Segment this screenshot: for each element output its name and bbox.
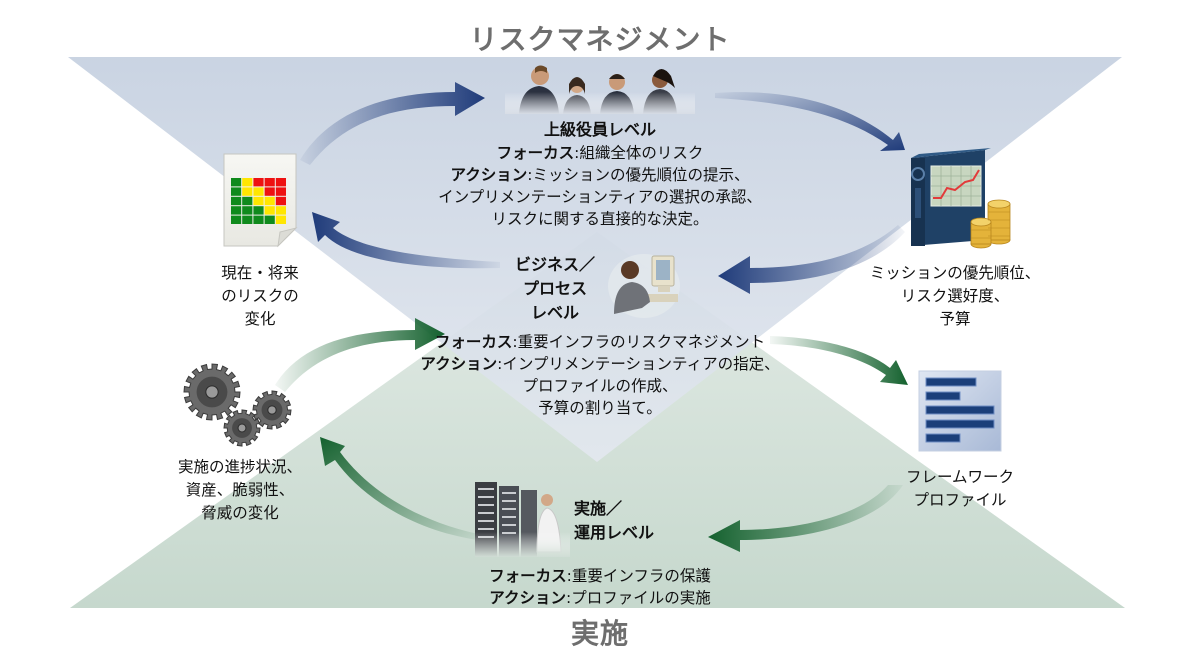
risk-changes-caption: 現在・将来 のリスクの 変化 xyxy=(221,264,299,328)
binder-chart-coins-icon xyxy=(905,140,1015,250)
heatmap-cell xyxy=(242,187,253,196)
heatmap-cell xyxy=(242,215,253,224)
arrow-to-business xyxy=(275,318,445,392)
heatmap-cell xyxy=(264,187,275,196)
executive-focus: フォーカス:組織全体のリスク xyxy=(496,144,704,162)
executive-action: アクション:ミッションの優先順位の提示、 xyxy=(450,166,750,184)
heatmap-cell xyxy=(231,187,242,196)
business-level-block: フォーカス:重要インフラのリスクマネジメント アクション:インプリメンテーション… xyxy=(360,331,840,419)
heatmap-cell xyxy=(275,215,286,224)
heatmap-cell xyxy=(231,215,242,224)
heatmap-cell xyxy=(242,196,253,206)
business-action-line: 予算の割り当て。 xyxy=(538,399,662,417)
heatmap-cell xyxy=(231,196,242,206)
heatmap-cell xyxy=(253,178,264,187)
heatmap-cell xyxy=(253,206,264,215)
business-person-computer-photo xyxy=(608,250,680,318)
heatmap-cell xyxy=(242,206,253,215)
arrow-to-risk-doc xyxy=(312,212,500,269)
mission-priorities-caption: ミッションの優先順位、 リスク選好度、 予算 xyxy=(869,264,1041,328)
arrow-to-progress xyxy=(320,437,478,540)
heatmap-cell xyxy=(264,196,275,206)
risk-management-title: リスクマネジメント xyxy=(469,23,731,56)
heatmap-cell xyxy=(253,215,264,224)
arrow-to-mission xyxy=(715,92,905,151)
heatmap-cell xyxy=(264,178,275,187)
gear-icon xyxy=(223,409,261,447)
implementation-level-block: フォーカス:重要インフラの保護 アクション:プロファイルの実施 xyxy=(420,565,780,609)
heatmap-cell xyxy=(242,178,253,187)
framework-profile-caption: フレームワーク プロファイル xyxy=(905,468,1015,509)
implementation-action: アクション:プロファイルの実施 xyxy=(489,589,711,607)
implementation-level-title: 実施／ 運用レベル xyxy=(574,499,655,542)
arrow-to-executive xyxy=(300,82,485,165)
arrow-to-implementation xyxy=(708,485,903,552)
implementation-title: 実施 xyxy=(570,617,629,650)
executive-level-title: 上級役員レベル xyxy=(543,120,656,139)
heatmap-cell xyxy=(264,215,275,224)
risk-management-zone xyxy=(68,57,1122,462)
profile-bars-icon xyxy=(918,370,1002,452)
heatmap-document-icon xyxy=(222,152,298,248)
progress-changes-caption: 実施の進捗状況、 資産、脆弱性、 脅威の変化 xyxy=(177,458,302,522)
heatmap-cell xyxy=(253,187,264,196)
arrow-from-mission xyxy=(718,225,905,294)
heatmap-cell xyxy=(275,178,286,187)
business-action-line: プロファイルの作成、 xyxy=(522,377,678,395)
arrow-to-framework xyxy=(770,336,908,385)
heatmap-grid xyxy=(231,178,286,224)
heatmap-cell xyxy=(264,206,275,215)
executive-action-line: インプリメンテーションティアの選択の承認、 xyxy=(438,188,762,206)
gear-icon xyxy=(252,390,292,430)
heatmap-cell xyxy=(275,196,286,206)
executives-photo xyxy=(505,62,695,114)
heatmap-cell xyxy=(231,178,242,187)
heatmap-cell xyxy=(275,206,286,215)
executive-action-line: リスクに関する直接的な決定。 xyxy=(491,210,709,228)
business-action: アクション:インプリメンテーションティアの指定、 xyxy=(420,355,780,373)
coins xyxy=(970,199,1011,249)
business-focus: フォーカス:重要インフラのリスクマネジメント xyxy=(434,333,766,351)
heatmap-cell xyxy=(275,187,286,196)
gear-icon xyxy=(183,363,241,421)
heatmap-cell xyxy=(231,206,242,215)
heatmap-cell xyxy=(253,196,264,206)
implementation-focus: フォーカス:重要インフラの保護 xyxy=(489,567,711,585)
server-room-photo xyxy=(475,482,570,557)
executive-level-block: 上級役員レベル フォーカス:組織全体のリスク アクション:ミッションの優先順位の… xyxy=(370,118,830,230)
business-level-title: ビジネス／ プロセス レベル xyxy=(514,255,595,322)
gears-icon xyxy=(180,362,300,452)
